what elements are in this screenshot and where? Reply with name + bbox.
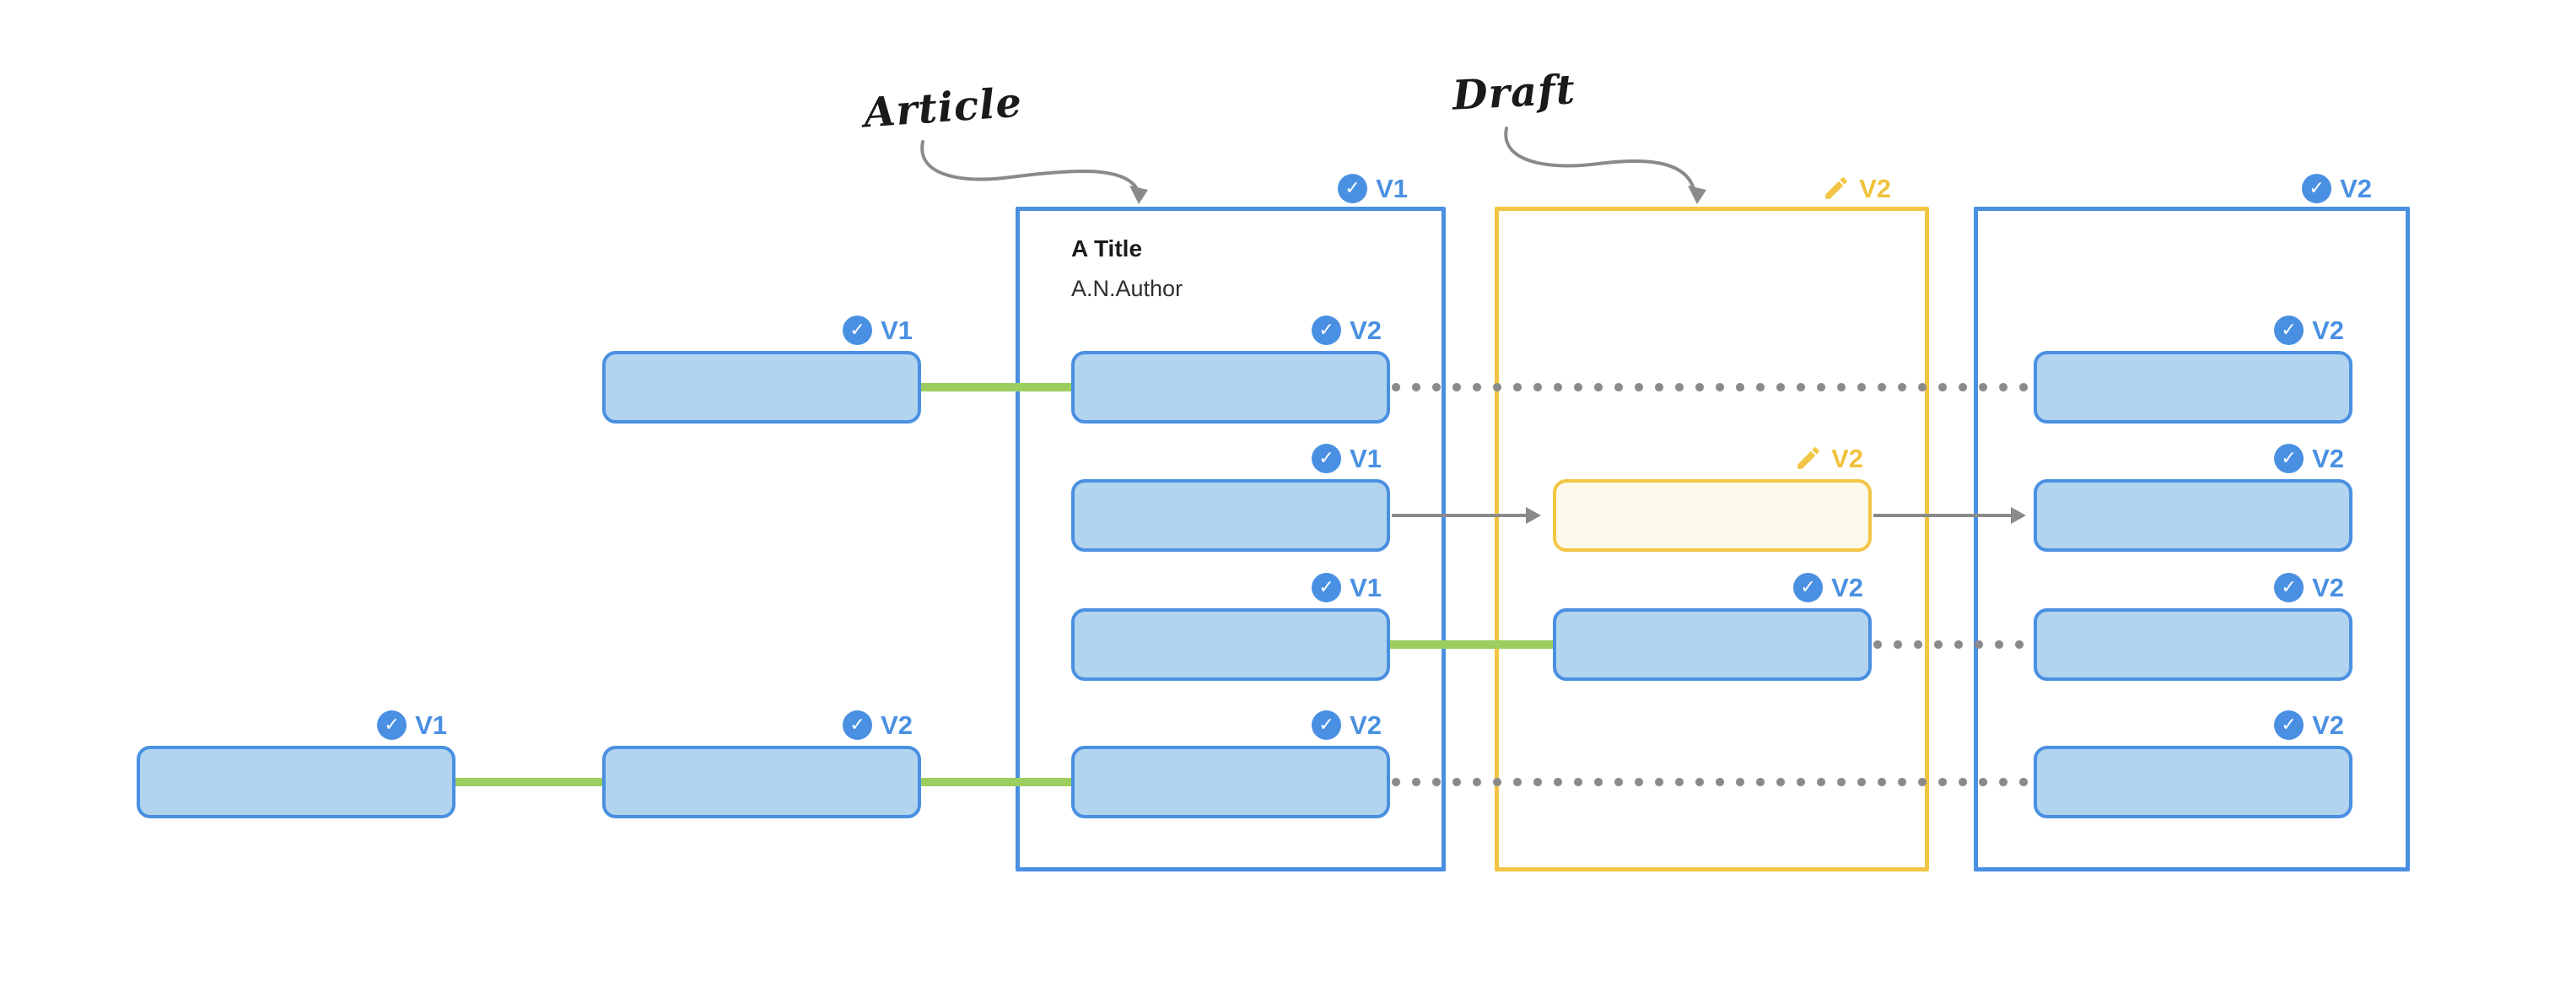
- green-connector-row4-b-c: [919, 778, 1073, 786]
- published-version-badge: ✓ V2: [2302, 174, 2372, 203]
- published-container: ✓ V2: [1974, 174, 2410, 871]
- check-circle-icon: ✓: [2274, 710, 2304, 740]
- draft-badge: V2: [1794, 444, 1863, 472]
- check-circle-icon: ✓: [1312, 710, 1342, 740]
- green-connector-row1-b-c: [919, 383, 1073, 391]
- version-label: V2: [1831, 443, 1863, 473]
- draft-annotation-label: Draft: [1451, 66, 1577, 120]
- check-circle-icon: ✓: [2274, 573, 2304, 602]
- check-circle-icon: ✓: [1312, 444, 1342, 473]
- article-pointer-arrowhead: [1129, 186, 1148, 204]
- check-circle-icon: ✓: [843, 710, 873, 740]
- version-label: V2: [1350, 316, 1382, 345]
- version-node-row1-col-b: ✓ V1: [602, 316, 921, 424]
- check-circle-icon: ✓: [1793, 573, 1824, 602]
- version-node-row3-published: ✓ V2: [2034, 573, 2352, 681]
- version-label: V1: [1350, 573, 1382, 602]
- version-label: V1: [1376, 174, 1408, 203]
- check-circle-icon: ✓: [2274, 316, 2304, 345]
- version-label: V1: [881, 316, 913, 345]
- check-circle-icon: ✓: [843, 316, 873, 345]
- version-badge: ✓ V2: [1312, 316, 1382, 345]
- version-label: V1: [415, 710, 447, 740]
- version-badge: ✓ V2: [2274, 710, 2344, 740]
- article-annotation-label: Article: [862, 78, 1024, 138]
- version-label: V2: [2312, 573, 2344, 602]
- version-badge: ✓ V2: [2274, 316, 2344, 345]
- version-node-row3-article: ✓ V1: [1071, 573, 1390, 681]
- version-label: V2: [2312, 444, 2344, 473]
- version-badge: ✓ V1: [843, 316, 913, 345]
- version-node-row2-article: ✓ V1: [1071, 444, 1390, 552]
- version-node-row4-col-b: ✓ V2: [602, 710, 921, 818]
- version-node-row4-published: ✓ V2: [2034, 710, 2352, 818]
- dotted-connector-row4-c-e: [1392, 778, 2034, 786]
- version-badge: ✓ V2: [1793, 573, 1863, 602]
- version-badge: ✓ V1: [1312, 573, 1382, 602]
- version-node-row3-draft: ✓ V2: [1553, 573, 1872, 681]
- version-label: V2: [1350, 710, 1382, 740]
- version-node-row2-draft: V2: [1553, 445, 1872, 552]
- version-label: V2: [1859, 173, 1891, 203]
- draft-version-badge: V2: [1822, 174, 1891, 202]
- version-badge: ✓ V1: [1312, 444, 1382, 473]
- check-circle-icon: ✓: [1312, 573, 1342, 602]
- version-node-row2-published: ✓ V2: [2034, 444, 2352, 552]
- article-title: A Title: [1071, 235, 1143, 262]
- version-node-row1-published: ✓ V2: [2034, 316, 2352, 424]
- version-badge: ✓ V1: [377, 710, 447, 740]
- version-badge: ✓ V2: [2274, 444, 2344, 473]
- version-node-row4-col-a: ✓ V1: [137, 710, 455, 818]
- version-label: V1: [1350, 444, 1382, 473]
- check-circle-icon: ✓: [2302, 174, 2332, 203]
- version-node-row1-article: ✓ V2: [1071, 316, 1390, 424]
- pencil-icon: [1797, 447, 1819, 469]
- draft-container: V2: [1495, 175, 1929, 871]
- article-pointer-arrow: [920, 140, 1139, 191]
- article-container: ✓ V1: [1016, 174, 1446, 871]
- draft-pointer-arrow: [1504, 127, 1695, 191]
- check-circle-icon: ✓: [1338, 174, 1368, 203]
- green-connector-row4-a-b: [454, 778, 604, 786]
- check-circle-icon: ✓: [2274, 444, 2304, 473]
- article-version-badge: ✓ V1: [1338, 174, 1408, 203]
- article-author: A.N.Author: [1071, 276, 1183, 301]
- version-badge: ✓ V2: [1312, 710, 1382, 740]
- version-node-row4-article: ✓ V2: [1071, 710, 1390, 818]
- version-badge: ✓ V2: [2274, 573, 2344, 602]
- arrow-connector-row2-c-d: [1392, 507, 1541, 524]
- version-label: V2: [881, 710, 913, 740]
- green-connector-row3-c-d: [1388, 640, 1555, 649]
- version-label: V2: [2340, 174, 2372, 203]
- check-circle-icon: ✓: [377, 710, 407, 740]
- dotted-connector-row3-d-e: [1873, 640, 2035, 649]
- version-badge: ✓ V2: [843, 710, 913, 740]
- draft-pointer-arrowhead: [1688, 186, 1706, 204]
- version-label: V2: [1831, 573, 1863, 602]
- check-circle-icon: ✓: [1312, 316, 1342, 345]
- arrow-connector-row2-d-e: [1873, 507, 2026, 524]
- pencil-icon: [1825, 177, 1847, 199]
- version-label: V2: [2312, 316, 2344, 345]
- version-label: V2: [2312, 710, 2344, 740]
- dotted-connector-row1-c-e: [1392, 383, 2034, 391]
